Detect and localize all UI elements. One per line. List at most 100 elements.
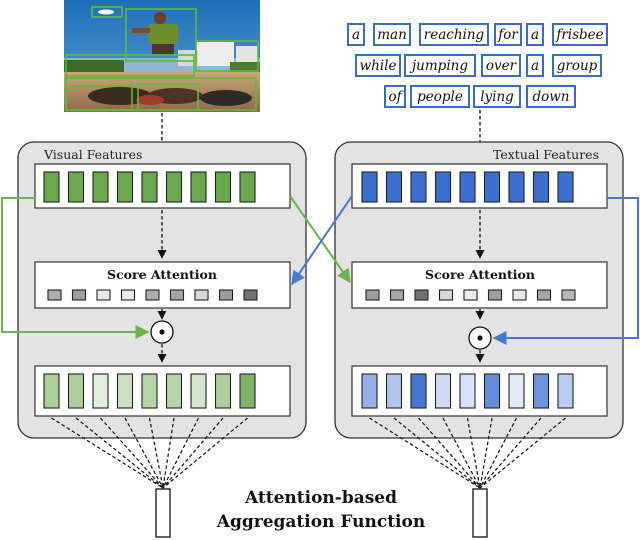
textual-weighted-bar (410, 373, 427, 409)
aggregation-line (162, 417, 200, 489)
textual-weighted-bar (483, 373, 501, 409)
caption-word-box (419, 23, 489, 46)
visual-skip-arrow (1, 197, 150, 339)
caption-word-text: lying (480, 89, 514, 105)
visual-feature-bar (214, 171, 232, 203)
caption-word-text: frisbee (555, 27, 603, 43)
textual-score-cell (414, 289, 429, 301)
caption-word: man (373, 23, 411, 46)
textual-feature-bar (508, 171, 525, 203)
caption-word-text: a (531, 27, 539, 43)
visual-feature-bar (239, 171, 256, 203)
textual-weighted-bar (459, 373, 476, 409)
caption-word-box (384, 85, 406, 108)
caption-word-box (473, 85, 521, 108)
caption-word-text: jumping (409, 58, 468, 74)
visual-feature-bar (141, 171, 158, 203)
textual-score-cell (463, 289, 478, 301)
textual-score-cells (365, 289, 576, 301)
caption-word: a (526, 54, 544, 77)
textual-panel-label: Textual Features (493, 147, 599, 162)
aggregation-line (369, 417, 481, 489)
caption-word-text: reaching (424, 27, 485, 43)
caption-word-text: a (531, 58, 539, 74)
visual-score-cell (120, 289, 136, 301)
visual-weighted-bar (239, 373, 256, 409)
visual-feature-bar (43, 171, 60, 203)
caption-word: lying (473, 85, 521, 108)
aggregation-line (479, 417, 518, 489)
visual-output-vector (155, 488, 171, 538)
visual-panel-label: Visual Features (43, 147, 142, 162)
textual-weighted-bar (385, 373, 403, 409)
textual-score-attention-label: Score Attention (425, 267, 535, 282)
visual-weighted-bar (141, 373, 158, 409)
textual-skip-arrow (492, 197, 639, 345)
caption-word-text: a (352, 27, 360, 43)
visual-weighted-bar (165, 373, 183, 409)
textual-feature-bar (459, 171, 476, 203)
caption-word-text: while (360, 58, 397, 74)
aggregation-line (162, 417, 248, 489)
textual-score-cell (389, 289, 405, 301)
visual-score-cell (169, 289, 185, 301)
aggregation-line (124, 417, 164, 489)
visual-score-cell (218, 289, 234, 301)
visual-score-attention-label: Score Attention (107, 267, 217, 282)
caption-word-box (347, 23, 365, 46)
caption-word-text: group (557, 58, 598, 74)
aggregation-label-line1: Attention-based (244, 488, 397, 508)
aggregation-line (75, 417, 164, 489)
caption-word: over (481, 54, 521, 77)
visual-weighted-bar (214, 373, 232, 409)
visual-feature-bar (190, 171, 207, 203)
visual-weighted-bar (67, 373, 85, 409)
textual-weighted-bar (434, 373, 452, 409)
caption-word-box (552, 23, 608, 46)
caption-word: a (526, 23, 544, 46)
textual-feature-bar (385, 171, 403, 203)
visual-weighted-bars (43, 373, 256, 409)
visual-weighted-bar (43, 373, 60, 409)
textual-score-cell (536, 289, 552, 301)
textual-output-vector (472, 488, 488, 538)
textual-score-cell (487, 289, 503, 301)
textual-weighted-bars (361, 373, 574, 409)
visual-score-cell (96, 289, 111, 301)
caption-word: frisbee (552, 23, 608, 46)
visual-feature-bar (92, 171, 109, 203)
textual-weighted-bar (361, 373, 378, 409)
visual-feature-bars (43, 171, 256, 203)
visual-score-cell (145, 289, 160, 301)
caption-word-text: man (377, 27, 407, 43)
aggregation-line (162, 417, 224, 489)
textual-score-cell (512, 289, 527, 301)
textual-weighted-bar (508, 373, 525, 409)
visual-weighted-bar (116, 373, 134, 409)
caption-word-box (526, 23, 544, 46)
textual-feature-bar (532, 171, 550, 203)
visual-score-cell (47, 289, 62, 301)
caption-word-box (404, 54, 476, 77)
caption-word: for (494, 23, 522, 46)
caption-word-text: for (497, 27, 519, 43)
visual-score-cell (71, 289, 87, 301)
visual-feature-bar (67, 171, 85, 203)
caption-word-box (355, 54, 401, 77)
textual-aggregation-fan (369, 417, 566, 489)
input-photo (64, 0, 260, 112)
visual-score-cells (47, 289, 258, 301)
caption-word: down (526, 85, 576, 108)
caption-word-text: of (388, 89, 403, 105)
textual-feature-bar (557, 171, 574, 203)
textual-to-visual-score-arrow (291, 195, 353, 286)
visual-feature-bar (165, 171, 183, 203)
caption-word-text: over (486, 58, 518, 74)
visual-aggregation-fan (51, 417, 248, 489)
caption-word-box (481, 54, 521, 77)
caption-word-box (552, 54, 602, 77)
caption-word-text: people (417, 89, 463, 105)
textual-feature-bar (434, 171, 452, 203)
textual-score-cell (561, 289, 576, 301)
